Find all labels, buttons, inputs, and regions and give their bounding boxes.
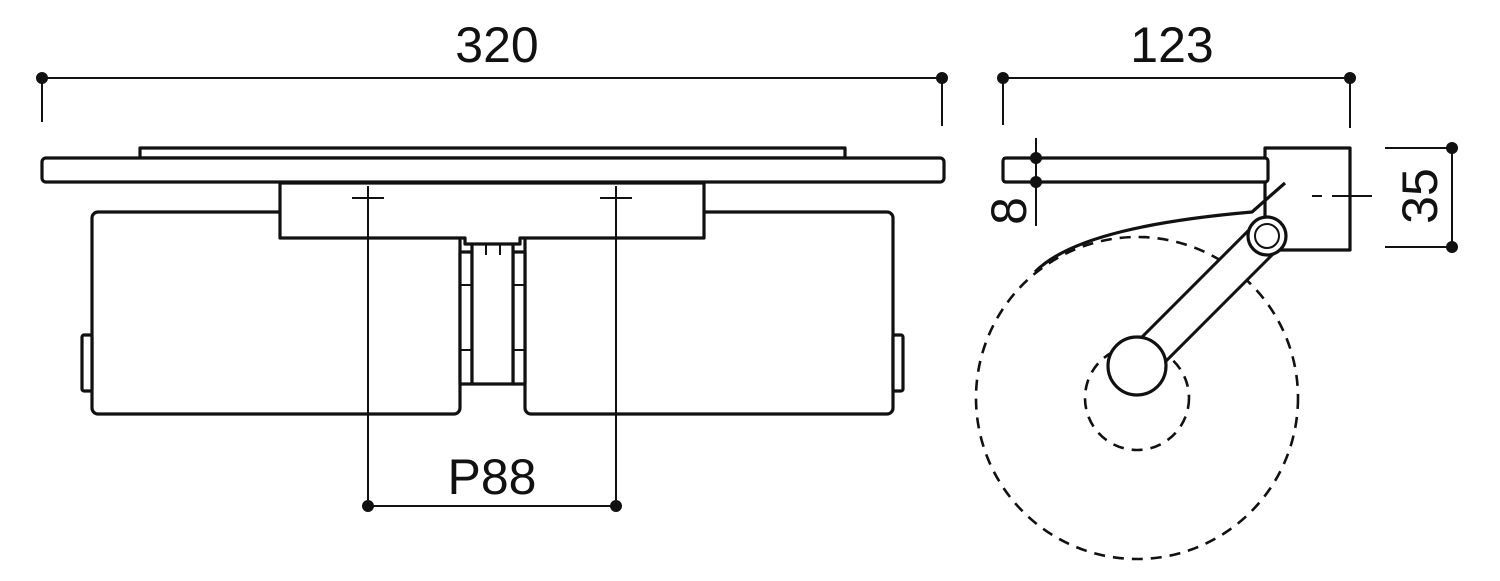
right-roll-cover [523, 210, 895, 416]
side-shelf-plate [1001, 156, 1270, 184]
dimension-pitch: P88 [362, 212, 622, 512]
spindle [1106, 335, 1168, 397]
dimension-width: 320 [36, 17, 948, 126]
left-end-cap [80, 333, 94, 393]
center-post [470, 234, 515, 386]
screw-marks [352, 186, 632, 212]
cover-curve [1033, 181, 1287, 274]
shelf-plate [40, 156, 946, 184]
arm-pivot [1246, 215, 1288, 257]
left-inner-holder [458, 250, 474, 386]
dimension-depth-label: 123 [1130, 17, 1213, 73]
side-view: 123 8 [974, 17, 1458, 561]
right-inner-holder [511, 250, 527, 386]
dimension-thickness-label: 8 [981, 197, 1037, 225]
roll-core-outline [1083, 344, 1191, 452]
paper-roll-outline [974, 235, 1300, 561]
dimension-pitch-label: P88 [448, 449, 537, 505]
mounting-bracket [278, 181, 706, 246]
dimension-bracket-height: 35 [1385, 142, 1458, 253]
dimension-depth: 123 [997, 17, 1356, 128]
front-view: 320 [36, 17, 948, 512]
right-end-cap [891, 333, 905, 393]
dimension-thickness: 8 [981, 138, 1042, 226]
left-roll-cover [90, 210, 462, 416]
dimension-bracket-height-label: 35 [1392, 168, 1448, 224]
dimension-width-label: 320 [455, 17, 538, 73]
